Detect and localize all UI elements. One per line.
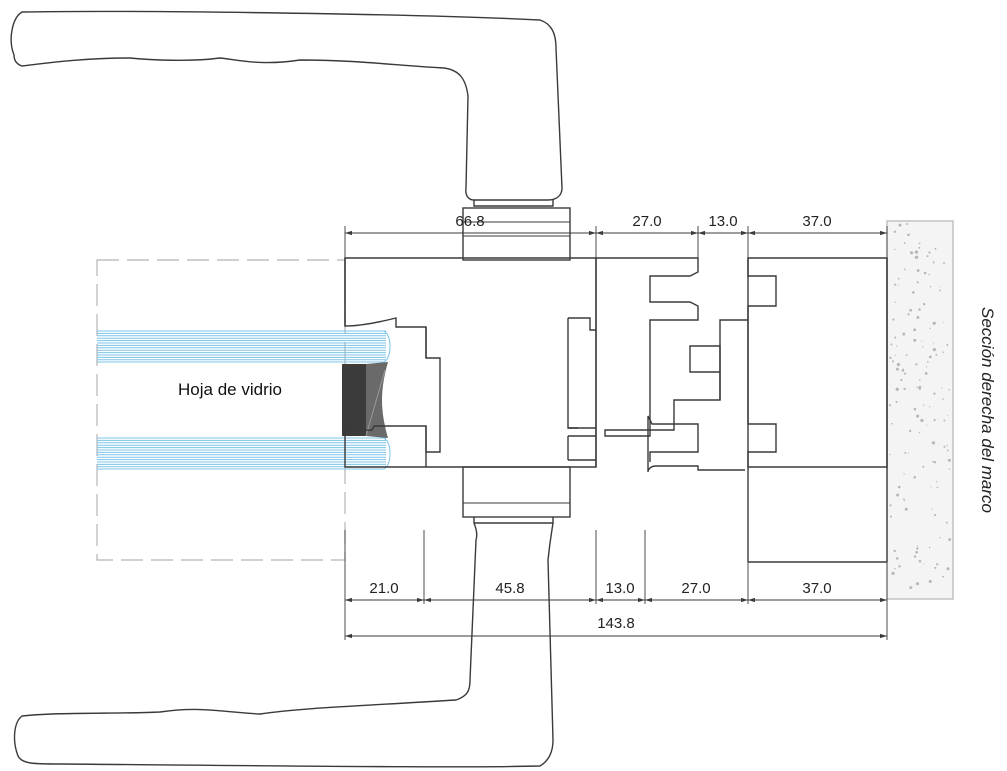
glass-pane bbox=[97, 330, 391, 470]
bottom-handle-neck bbox=[473, 517, 554, 524]
bottom-handle-rosette bbox=[462, 466, 571, 518]
sash-dashed-outline bbox=[96, 259, 346, 561]
dim-bottom-2: 45.8 bbox=[495, 580, 524, 597]
dim-top-2: 27.0 bbox=[632, 213, 661, 230]
glass-label: Hoja de vidrio bbox=[178, 380, 282, 399]
dim-bottom-4: 27.0 bbox=[681, 580, 710, 597]
dim-total: 143.8 bbox=[597, 615, 635, 632]
bottom-dimensions: 21.0 45.8 13.0 27.0 37.0 143.8 bbox=[344, 530, 888, 640]
dim-top-1: 66.8 bbox=[455, 213, 484, 230]
dim-bottom-3: 13.0 bbox=[605, 580, 634, 597]
dim-top-4: 37.0 bbox=[802, 213, 831, 230]
top-handle bbox=[10, 10, 563, 201]
bottom-handle bbox=[13, 522, 554, 768]
concrete-wall bbox=[886, 220, 954, 600]
dim-top-3: 13.0 bbox=[708, 213, 737, 230]
glazing-seal bbox=[342, 364, 366, 436]
frame-section-label: Sección derecha del marco bbox=[978, 307, 997, 513]
dim-bottom-5: 37.0 bbox=[802, 580, 831, 597]
top-handle-neck bbox=[473, 200, 554, 207]
dim-bottom-1: 21.0 bbox=[369, 580, 398, 597]
top-dimensions: 66.8 27.0 13.0 37.0 bbox=[344, 213, 888, 258]
glazing-bead bbox=[366, 362, 388, 438]
frame-profile-middle bbox=[596, 257, 888, 468]
